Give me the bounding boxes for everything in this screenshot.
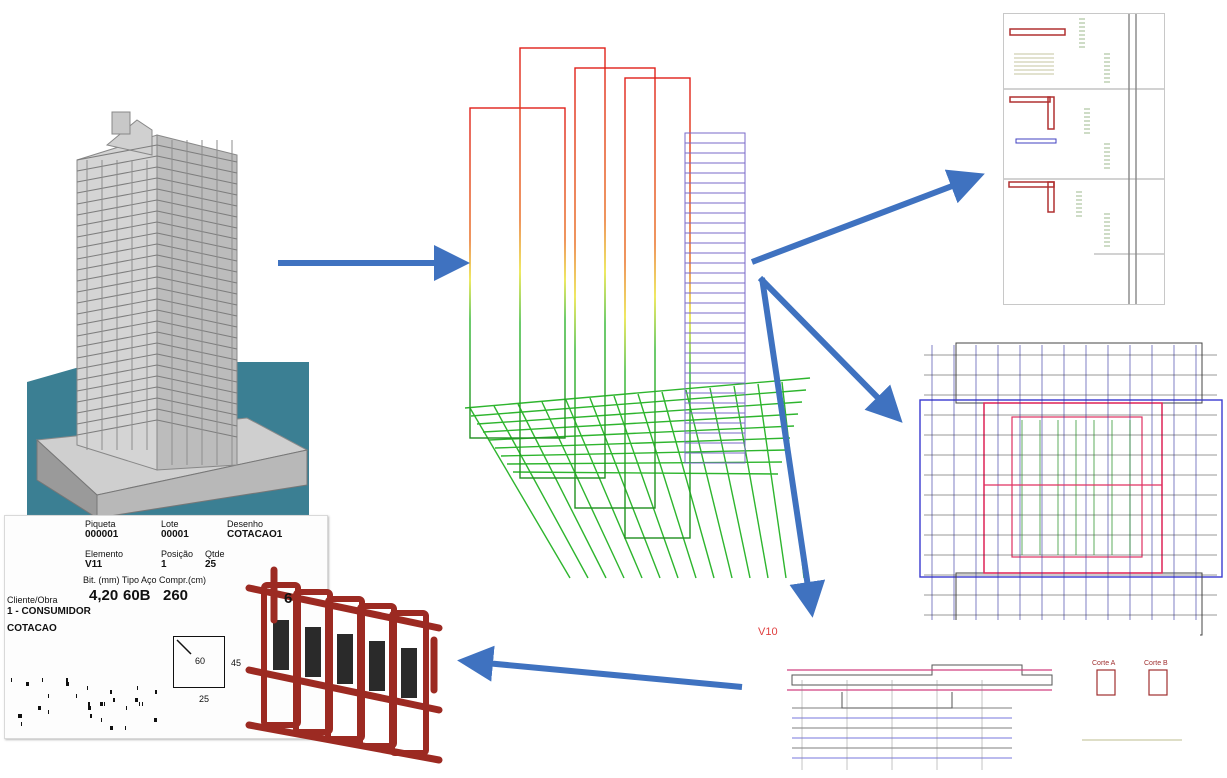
- arrow-to-beam-detail: [759, 277, 826, 618]
- floor-plan-drawing: [912, 325, 1226, 645]
- partial-value: 6: [284, 590, 293, 607]
- cliente-line1: 1 - CONSUMIDOR: [7, 606, 91, 617]
- qtde-label: Qtde: [205, 549, 225, 559]
- cliente-line2: COTACAO: [7, 623, 57, 634]
- beam-detail-drawing: V10 Corte A Corte B: [752, 620, 1200, 775]
- desenho-value: COTACAO1: [227, 529, 283, 540]
- lote-label: Lote: [161, 519, 179, 529]
- elemento-value: V11: [85, 559, 103, 570]
- elemento-label: Elemento: [85, 549, 124, 559]
- lote-value: 00001: [161, 529, 189, 540]
- barcode-icon: [11, 678, 157, 730]
- shape-dim-bottom: 25: [199, 694, 210, 704]
- compr-value: 260: [163, 587, 189, 604]
- building-3d-model: [27, 100, 309, 518]
- arrow-to-label: [457, 645, 743, 690]
- stress-analysis-model: [460, 38, 820, 583]
- aco-value: 60B: [123, 587, 151, 604]
- rebar-cage-3d: 6: [234, 560, 456, 778]
- piqueta-label: Piqueta: [85, 519, 116, 529]
- arrow-to-floor-plan: [757, 275, 903, 423]
- beam-title: V10: [758, 626, 778, 638]
- bit-label: Bit. (mm) Tipo Aço Compr.(cm): [83, 575, 207, 585]
- column-detail-sheet: [1003, 13, 1165, 305]
- posicao-value: 1: [161, 559, 167, 570]
- bend-hook-icon: [176, 639, 192, 655]
- section-b-label: Corte B: [1144, 660, 1168, 667]
- piqueta-value: 000001: [85, 529, 119, 540]
- section-a-label: Corte A: [1092, 660, 1116, 667]
- cliente-label: Cliente/Obra: [7, 595, 58, 605]
- arrow-to-column-sheet: [750, 169, 985, 265]
- qtde-value: 25: [205, 559, 217, 570]
- bending-shape-icon: [173, 636, 225, 688]
- shape-dim-side: 45: [231, 658, 242, 668]
- shape-dim-diag: 60: [195, 656, 206, 666]
- posicao-label: Posição: [161, 549, 194, 559]
- desenho-label: Desenho: [227, 519, 264, 529]
- bit-value: 4,20: [89, 587, 119, 604]
